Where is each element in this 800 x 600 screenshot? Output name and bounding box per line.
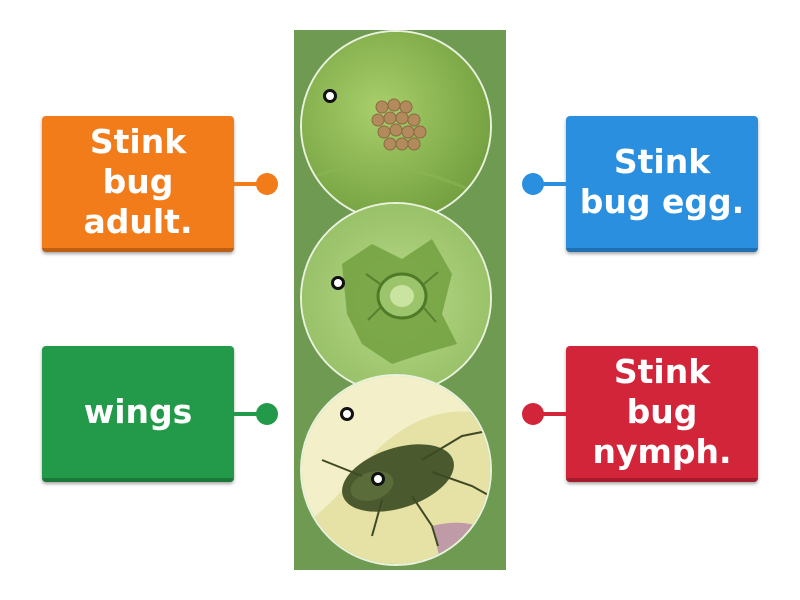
connector-dot[interactable] <box>256 403 278 425</box>
connector-dot[interactable] <box>256 173 278 195</box>
label-text: Stink bug egg. <box>579 142 745 221</box>
label-stink-bug-adult[interactable]: Stink bug adult. <box>42 116 234 252</box>
connector-line <box>540 182 568 186</box>
connector-line <box>234 182 262 186</box>
stink-bug-eggs-photo <box>300 30 492 222</box>
pin-adult-top[interactable] <box>340 407 354 421</box>
label-text: Stink bug adult. <box>83 122 193 241</box>
pin-nymph[interactable] <box>331 276 345 290</box>
connector-dot[interactable] <box>522 403 544 425</box>
pin-eggs[interactable] <box>323 89 337 103</box>
pin-adult-body[interactable] <box>371 472 385 486</box>
connector-dot[interactable] <box>522 173 544 195</box>
label-text: wings <box>83 392 193 431</box>
label-stink-bug-nymph[interactable]: Stink bug nymph. <box>566 346 758 482</box>
label-text: Stink bug nymph. <box>592 352 732 471</box>
connector-line <box>540 412 568 416</box>
label-wings[interactable]: wings <box>42 346 234 482</box>
connector-line <box>234 412 262 416</box>
stink-bug-nymph-photo <box>300 202 492 394</box>
label-stink-bug-egg[interactable]: Stink bug egg. <box>566 116 758 252</box>
stink-bug-adult-photo <box>300 374 492 566</box>
